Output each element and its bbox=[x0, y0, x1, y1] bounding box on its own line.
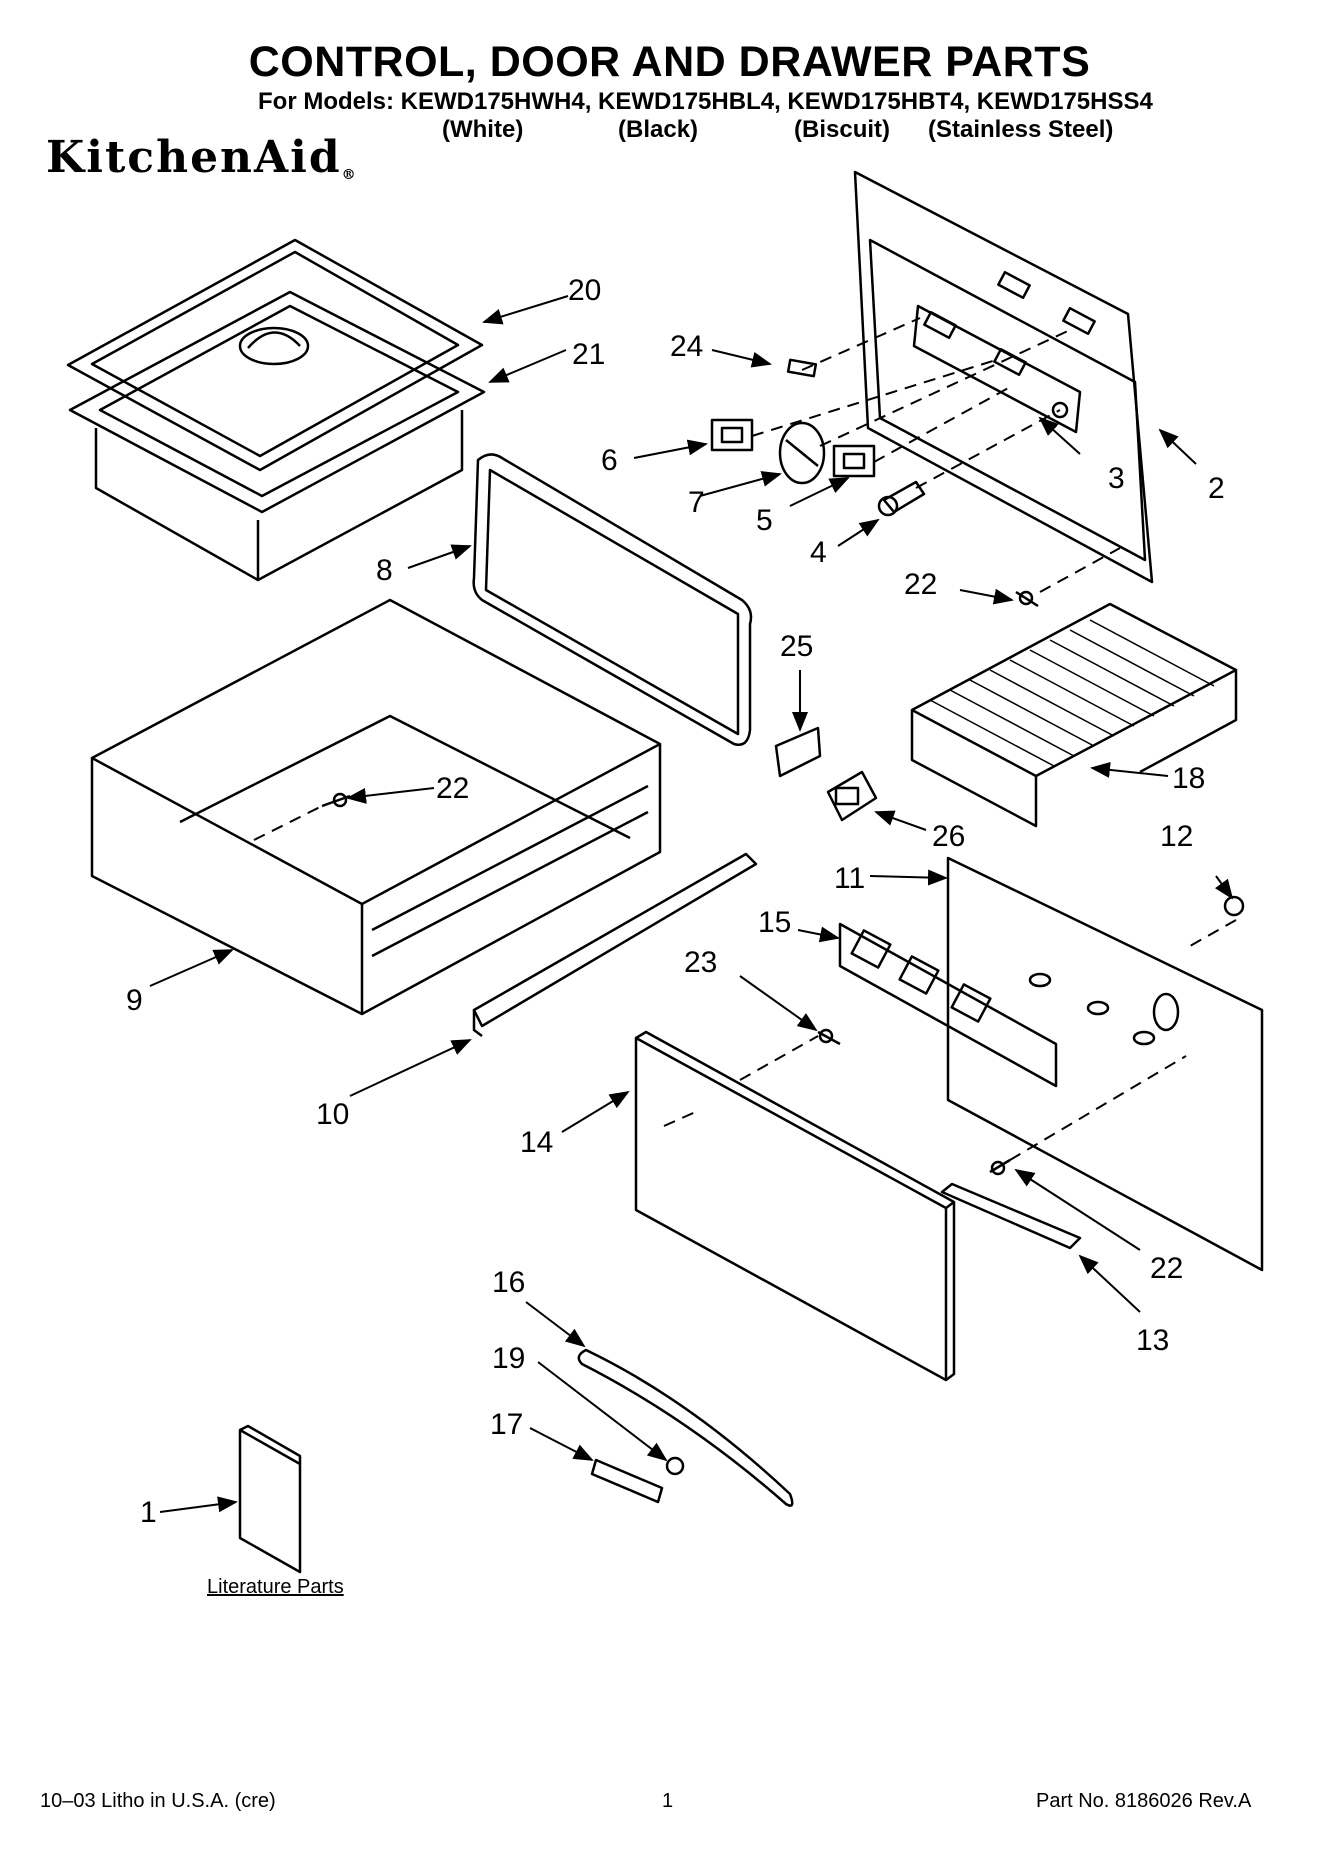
part-12-nut bbox=[1223, 895, 1245, 917]
part-20-lid bbox=[66, 238, 484, 472]
part-22-screw-b bbox=[321, 792, 351, 808]
brand-logo: KitchenAid® bbox=[46, 132, 356, 183]
part-22-screw-a bbox=[1015, 590, 1039, 608]
part-9-drawer bbox=[90, 598, 662, 1016]
finish-white: (White) bbox=[442, 116, 524, 143]
leader-arrows bbox=[149, 295, 1234, 1513]
callout-24: 24 bbox=[670, 330, 703, 363]
callout-8: 8 bbox=[376, 554, 393, 587]
part-2-control-panel bbox=[853, 170, 1154, 584]
part-5-switch bbox=[832, 444, 876, 478]
part-26-module bbox=[826, 770, 878, 822]
part-19-cap bbox=[665, 1456, 685, 1476]
part-15-bracket bbox=[838, 922, 1058, 1088]
assembly-lines bbox=[253, 317, 1237, 1161]
callout-26: 26 bbox=[932, 820, 965, 853]
callout-21: 21 bbox=[572, 338, 605, 371]
part-11-inner-panel bbox=[946, 856, 1264, 1272]
callout-19: 19 bbox=[492, 1342, 525, 1375]
callout-7: 7 bbox=[688, 486, 705, 519]
callout-13: 13 bbox=[1136, 1324, 1169, 1357]
callout-18: 18 bbox=[1172, 762, 1205, 795]
callout-22-b: 22 bbox=[436, 772, 469, 805]
callout-15: 15 bbox=[758, 906, 791, 939]
part-7-knob bbox=[778, 421, 826, 485]
literature-parts-caption: Literature Parts bbox=[207, 1576, 344, 1598]
part-1-literature bbox=[238, 1424, 302, 1574]
callout-17: 17 bbox=[490, 1408, 523, 1441]
callout-2: 2 bbox=[1208, 472, 1225, 505]
callout-labels: 20 21 24 6 7 5 4 3 2 22 8 25 18 22 26 12… bbox=[126, 274, 1225, 1529]
callout-22-a: 22 bbox=[904, 568, 937, 601]
callout-1: 1 bbox=[140, 1496, 157, 1529]
callout-4: 4 bbox=[810, 536, 827, 569]
part-3-panel-plate bbox=[912, 270, 1096, 434]
part-25-bracket bbox=[774, 726, 822, 778]
callout-12: 12 bbox=[1160, 820, 1193, 853]
callout-25: 25 bbox=[780, 630, 813, 663]
models-line: For Models: KEWD175HWH4, KEWD175HBL4, KE… bbox=[258, 88, 1153, 115]
part-21-pan bbox=[68, 290, 486, 582]
part-4-lamp bbox=[877, 480, 926, 517]
brand-logo-text: KitchenAid bbox=[46, 132, 342, 183]
part-18-rack bbox=[910, 602, 1238, 828]
part-17-nameplate bbox=[590, 1458, 664, 1504]
finish-biscuit: (Biscuit) bbox=[794, 116, 890, 143]
part-24-label bbox=[786, 358, 818, 378]
footer-litho: 10–03 Litho in U.S.A. (cre) bbox=[40, 1790, 276, 1812]
callout-22-c: 22 bbox=[1150, 1252, 1183, 1285]
brand-registered-mark: ® bbox=[341, 167, 356, 183]
callout-20: 20 bbox=[568, 274, 601, 307]
part-14-outer-door bbox=[634, 1030, 956, 1382]
callout-16: 16 bbox=[492, 1266, 525, 1299]
part-16-handle bbox=[577, 1348, 794, 1507]
callout-23: 23 bbox=[684, 946, 717, 979]
part-10-rail bbox=[472, 852, 758, 1037]
callout-14: 14 bbox=[520, 1126, 553, 1159]
callout-9: 9 bbox=[126, 984, 143, 1017]
part-6-switch bbox=[710, 418, 754, 452]
finish-black: (Black) bbox=[618, 116, 699, 143]
callout-11: 11 bbox=[834, 862, 865, 895]
footer-page-number: 1 bbox=[662, 1790, 674, 1812]
part-13-hinge-plate bbox=[940, 1182, 1082, 1250]
page-title: CONTROL, DOOR AND DRAWER PARTS bbox=[248, 38, 1091, 86]
footer-part-number: Part No. 8186026 Rev.A bbox=[1036, 1790, 1252, 1812]
part-22-screw-c bbox=[989, 1158, 1011, 1176]
callout-5: 5 bbox=[756, 504, 773, 537]
part-8-gasket bbox=[472, 453, 753, 746]
finish-stainless: (Stainless Steel) bbox=[928, 116, 1114, 143]
callout-3: 3 bbox=[1108, 462, 1125, 495]
callout-10: 10 bbox=[316, 1098, 349, 1131]
part-23-screw bbox=[817, 1028, 841, 1046]
callout-6: 6 bbox=[601, 444, 618, 477]
